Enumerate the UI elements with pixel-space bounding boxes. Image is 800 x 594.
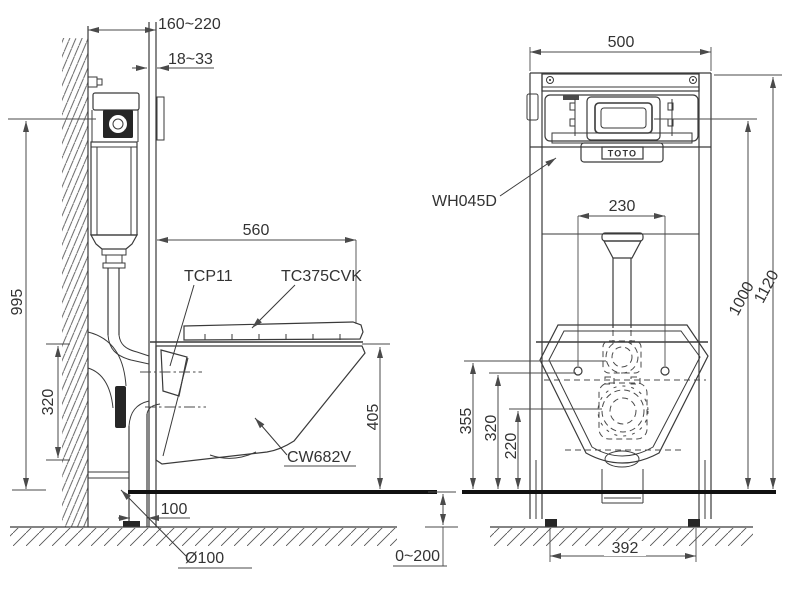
actuator-screw <box>108 115 112 119</box>
crossbar-screw <box>689 76 697 84</box>
actuator-button-inner <box>112 118 124 130</box>
floor-buildup-dimension: 0~200 <box>393 491 458 567</box>
screw-dot <box>549 79 551 81</box>
tank-lid <box>92 92 140 111</box>
dim-outlet-offset-label: 100 <box>161 501 188 518</box>
dim-supply-center-height-label: 355 <box>458 408 475 435</box>
logo-box <box>601 146 644 160</box>
inlet-gasket <box>602 340 642 374</box>
fill-valve-mark <box>563 95 579 100</box>
front-view: TOTO <box>432 34 783 562</box>
drain-gasket <box>598 382 648 440</box>
gasket-tab <box>604 376 615 385</box>
crossbar-screw <box>546 76 554 84</box>
frame-foot-right <box>688 519 700 527</box>
clip <box>569 118 576 127</box>
dim-floor-buildup-label: 0~200 <box>395 548 440 565</box>
trap-arc <box>209 451 257 459</box>
drain-bend <box>87 331 127 387</box>
flush-elbow <box>118 334 150 357</box>
seat-lid <box>183 321 364 341</box>
drain-diameter-leader <box>120 489 187 557</box>
brand-logo: TOTO <box>608 149 637 159</box>
inlet-circle-inner <box>611 346 633 368</box>
frame-crossbar <box>541 73 700 92</box>
floor-hatch <box>10 528 397 546</box>
pipe-collar <box>102 262 126 269</box>
tank-front <box>544 94 699 142</box>
seat-model-label: TC375CVK <box>281 268 362 285</box>
wall-hatch <box>62 38 88 527</box>
tank-model-label: WH045D <box>432 193 497 210</box>
drain-circle <box>601 389 645 433</box>
drain-curve <box>128 400 150 427</box>
frame-foot-left <box>545 519 557 527</box>
dim-bolt-height-label: 320 <box>483 415 500 442</box>
dim-bowl-back-height-label: 320 <box>40 389 57 416</box>
inlet-circle <box>605 340 639 374</box>
access-box <box>586 96 661 141</box>
dim-drain-center-height-label: 220 <box>503 433 520 460</box>
access-window-inner <box>600 107 647 129</box>
pipe-neck <box>105 254 123 264</box>
dim-seat-depth-label: 560 <box>243 222 270 239</box>
drain-socket <box>115 386 126 428</box>
dim-panel-thickness-label: 18~33 <box>168 51 213 68</box>
flush-elbow <box>107 334 150 365</box>
drain-flange <box>597 385 649 437</box>
bowl-model-leader <box>254 417 288 456</box>
drain-bend <box>87 367 114 409</box>
rail-foot <box>123 521 140 527</box>
rail-plate <box>156 96 165 141</box>
tank-body <box>90 141 138 236</box>
bracket-model-label: TCP11 <box>184 268 233 285</box>
seat-hinge-ticks <box>204 334 341 340</box>
drain-circle-inner <box>609 397 637 425</box>
drain-diameter-label: Ø100 <box>185 550 224 567</box>
tank-taper <box>89 234 139 250</box>
bracket-model-leader <box>169 284 195 367</box>
actuator-screw <box>124 115 128 119</box>
bolt-hole-right <box>660 366 670 376</box>
bowl-outline <box>155 345 366 465</box>
dim-actuator-height-label: 995 <box>9 289 26 316</box>
tank-model-leader <box>499 157 557 197</box>
bolt-hole-left <box>573 366 583 376</box>
plate-oval <box>604 450 640 468</box>
logo-plate <box>580 142 664 163</box>
floor-hatch <box>490 528 753 546</box>
flush-bell <box>603 240 642 259</box>
actuator-screw <box>124 129 128 133</box>
pipe-collar <box>101 248 127 256</box>
clip <box>569 102 576 111</box>
mounting-bracket <box>160 349 188 397</box>
seat-model-leader <box>251 284 296 329</box>
actuator-screw <box>108 129 112 133</box>
mount-plate-inner <box>548 330 701 457</box>
dim-leg-spacing-label: 392 <box>612 540 639 557</box>
screw-dot <box>692 79 694 81</box>
side-bracket <box>526 93 539 121</box>
mount-plate-outline <box>539 324 709 464</box>
clip <box>667 102 674 111</box>
dim-frame-width-label: 500 <box>608 34 635 51</box>
dim-label-bg <box>604 541 646 556</box>
bowl-model-label: CW682V <box>287 449 351 466</box>
dim-rim-height-label: 405 <box>365 404 382 431</box>
actuator-button <box>109 115 127 133</box>
side-view: 160~220 18~33 995 320 560 405 100 Ø100 T… <box>8 16 437 569</box>
dim-wall-to-panel-label: 160~220 <box>158 16 221 33</box>
supply-valve-nut <box>96 78 103 86</box>
supply-valve <box>87 76 98 88</box>
dim-flush-bolt-spacing-label: 230 <box>609 198 636 215</box>
gasket-tab <box>630 376 641 385</box>
